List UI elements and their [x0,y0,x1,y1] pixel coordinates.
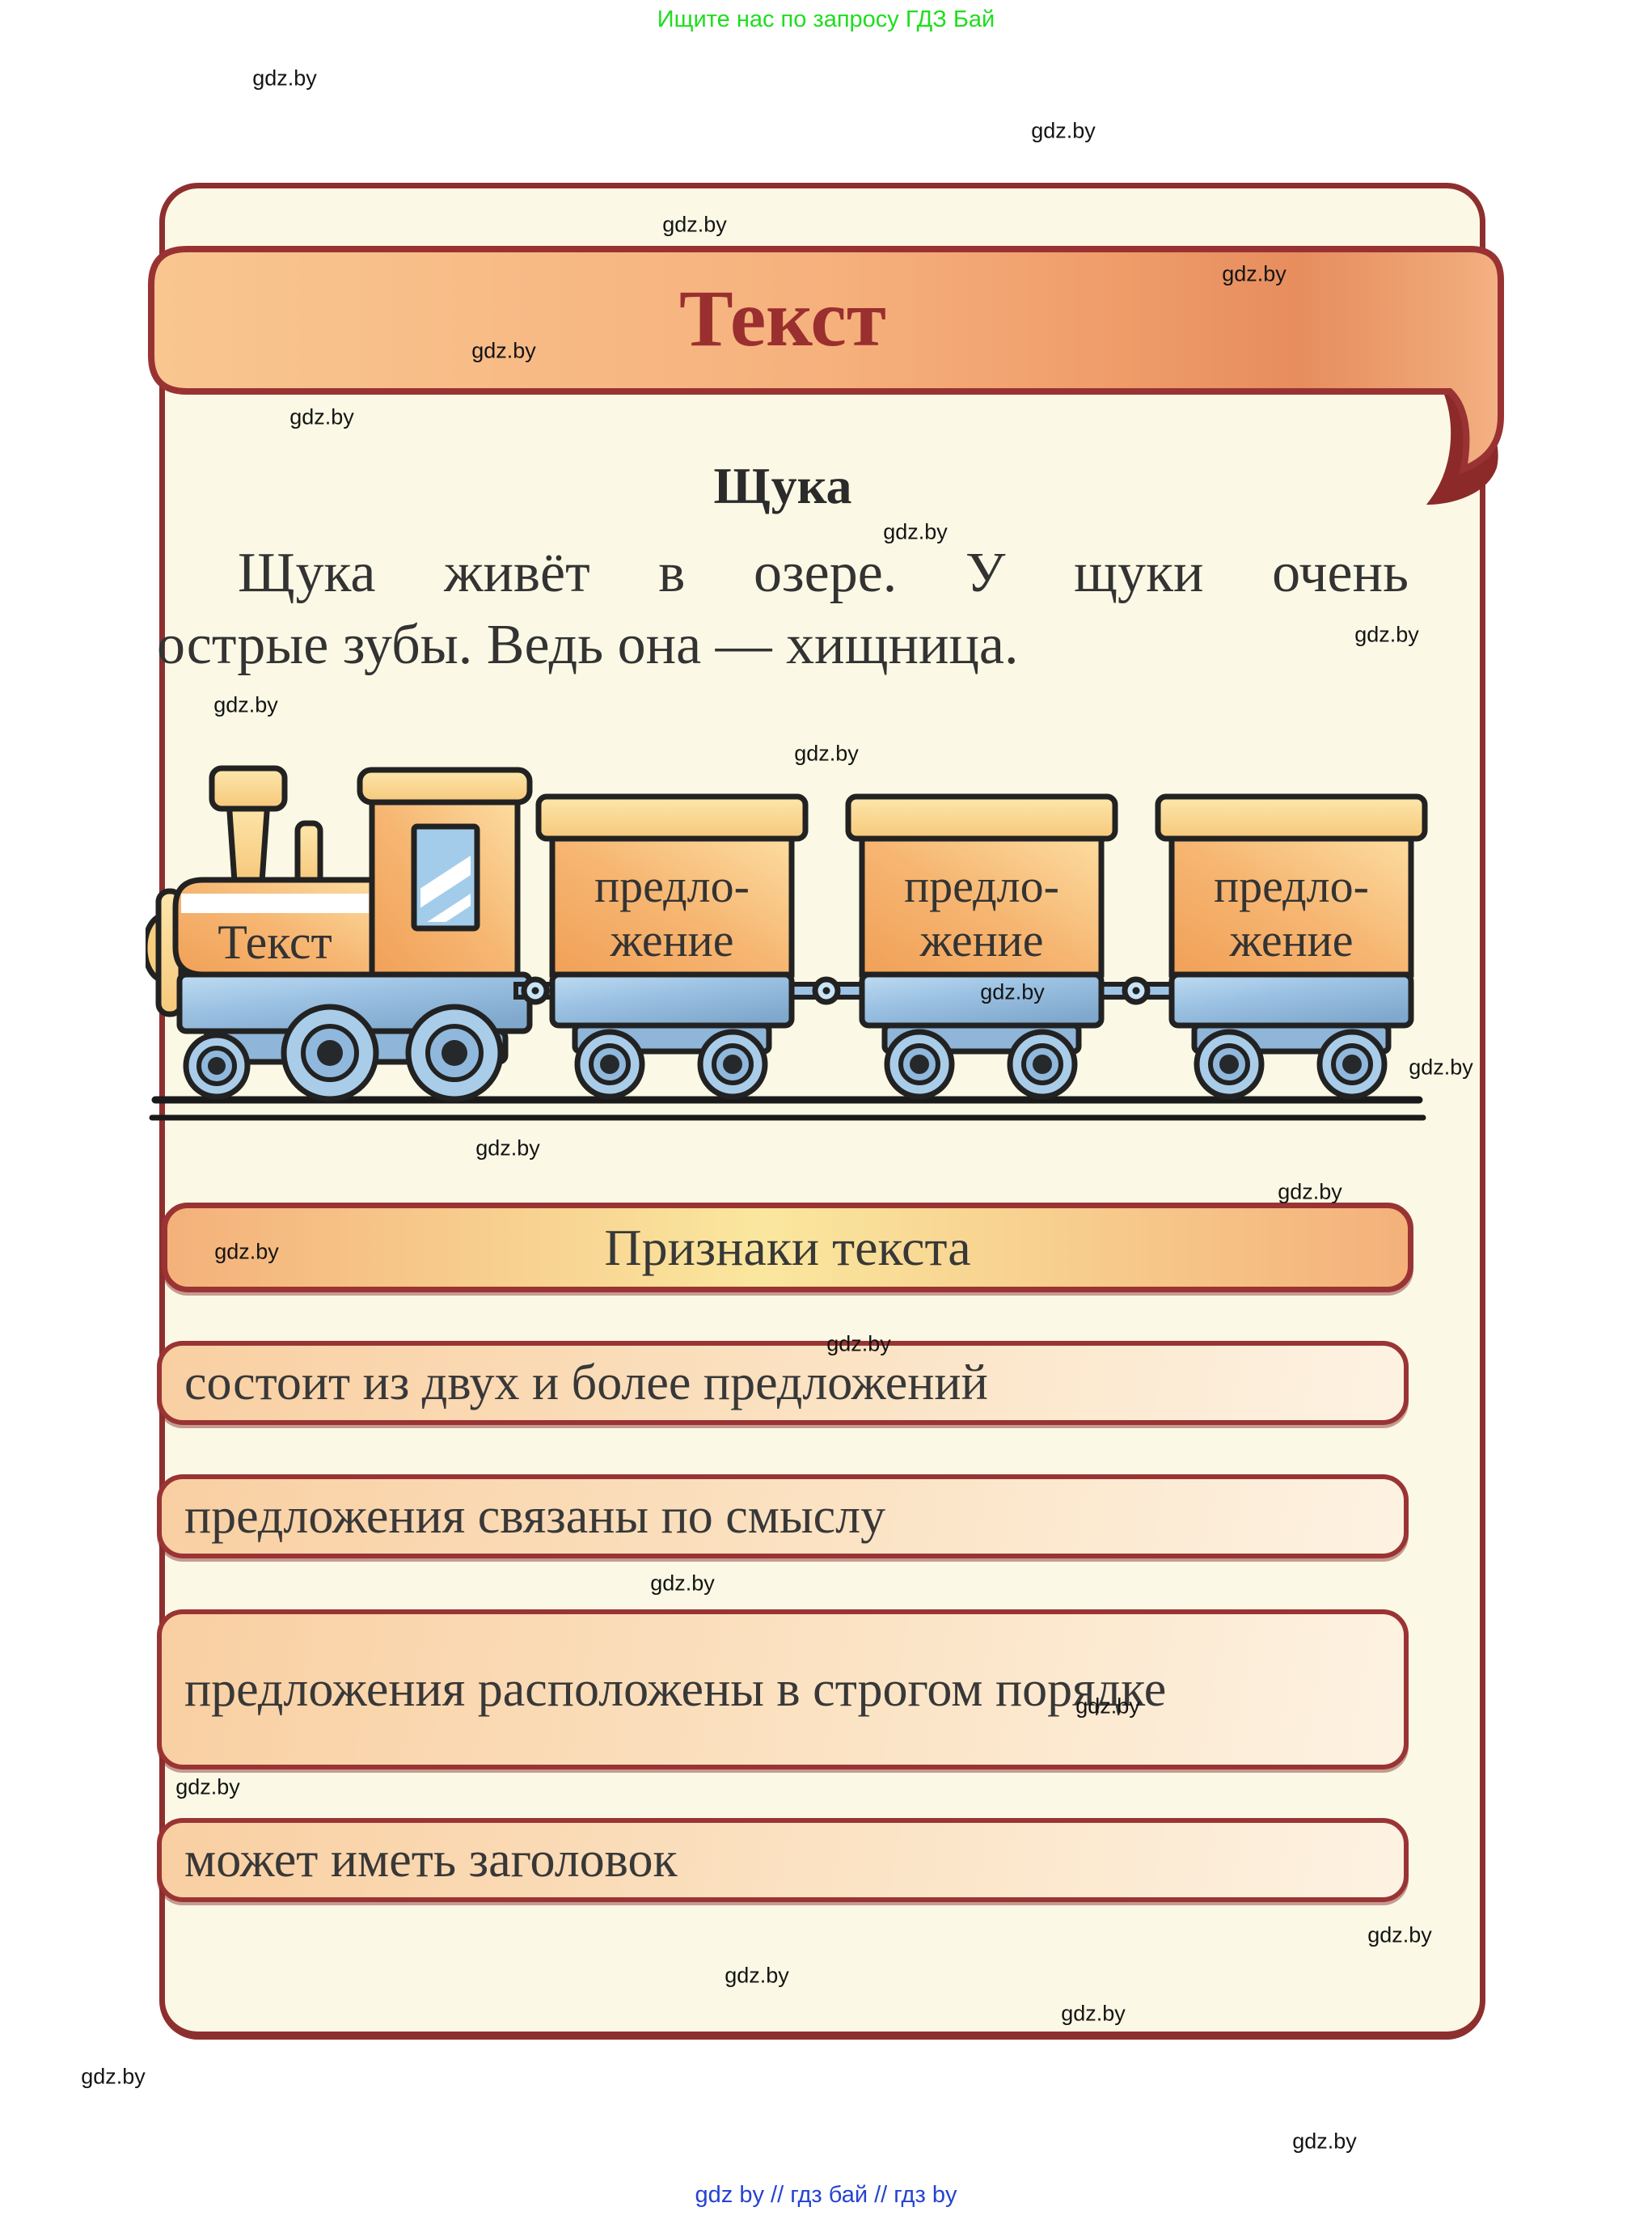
feature-text: состоит из двух и более предложений [184,1355,988,1410]
gdz-watermark: gdz.by [213,692,278,717]
bottom-links[interactable]: gdz by // гдз бай // гдз by [695,2182,957,2208]
ribbon-banner [148,246,1504,505]
wagon-label-line1: предло- [904,860,1059,912]
feature-box-2: предложения связаны по смыслу [157,1474,1409,1558]
loco-cab-roof [357,767,533,805]
loco-funnel-top [209,765,288,812]
story-title: Щука [713,457,852,514]
story-line-2: острые зубы. Ведь она — хищница. [157,614,1019,676]
gdz-watermark: gdz.by [214,1239,279,1264]
gdz-watermark: gdz.by [1075,1693,1140,1719]
gdz-watermark: gdz.by [1222,261,1287,286]
story-line-1: Щука живёт в озере. У щуки очень [238,542,1409,604]
gdz-watermark: gdz.by [1061,2001,1126,2026]
gdz-watermark: gdz.by [175,1774,240,1799]
story-paragraph: Щука живёт в озере. У щуки очень острые … [157,537,1409,681]
track-rails [149,1096,1426,1121]
loco-wheels [183,1004,504,1102]
wagon-label-line2: жение [919,914,1044,966]
gdz-watermark: gdz.by [650,1571,715,1596]
wagon-label-line2: жение [1229,914,1354,966]
gdz-watermark: gdz.by [725,1963,789,1988]
page-title: Текст [679,273,886,363]
couplings [513,976,1181,1005]
gdz-watermark: gdz.by [1409,1055,1473,1080]
gdz-watermark: gdz.by [471,338,536,363]
gdz-watermark: gdz.by [980,979,1045,1004]
features-banner: Признаки текста [162,1203,1413,1292]
gdz-watermark: gdz.by [794,741,859,766]
feature-box-3: предложения расположены в строгом порядк… [157,1609,1409,1769]
train-illustration: Текст [146,765,1428,1121]
wagon-2: предло- жение [845,793,1118,1100]
feature-text: предложения связаны по смыслу [184,1489,886,1544]
gdz-watermark: gdz.by [289,404,354,429]
gdz-watermark: gdz.by [475,1135,540,1161]
gdz-watermark: gdz.by [662,212,727,237]
feature-box-4: может иметь заголовок [157,1818,1409,1902]
loco-label: Текст [218,915,332,969]
gdz-watermark: gdz.by [81,2064,146,2089]
gdz-watermark: gdz.by [1354,622,1419,647]
gdz-watermark: gdz.by [252,66,317,91]
wagon-1: предло- жение [535,793,809,1100]
loco-stripe [181,894,369,913]
wagon-label-line2: жение [610,914,734,966]
loco-funnel-stem [226,797,271,885]
locomotive: Текст [146,765,533,1065]
feature-text: предложения расположены в строгом порядк… [184,1662,1167,1717]
gdz-watermark: gdz.by [826,1331,891,1356]
wagon-3: предло- жение [1155,793,1428,1100]
wagon-label-line1: предло- [594,860,750,912]
features-banner-label: Признаки текста [604,1218,971,1276]
ribbon-band [148,246,1504,475]
gdz-watermark: gdz.by [883,519,948,544]
promo-green-text: Ищите нас по запросу ГДЗ Бай [657,6,995,32]
gdz-watermark: gdz.by [1292,2129,1357,2154]
feature-text: может иметь заголовок [184,1833,678,1888]
wagon-label-line1: предло- [1214,860,1369,912]
gdz-watermark: gdz.by [1278,1179,1342,1204]
feature-box-1: состоит из двух и более предложений [157,1341,1409,1425]
gdz-watermark: gdz.by [1031,118,1096,143]
gdz-watermark: gdz.by [1367,1922,1432,1947]
loco-chimney [294,820,323,887]
